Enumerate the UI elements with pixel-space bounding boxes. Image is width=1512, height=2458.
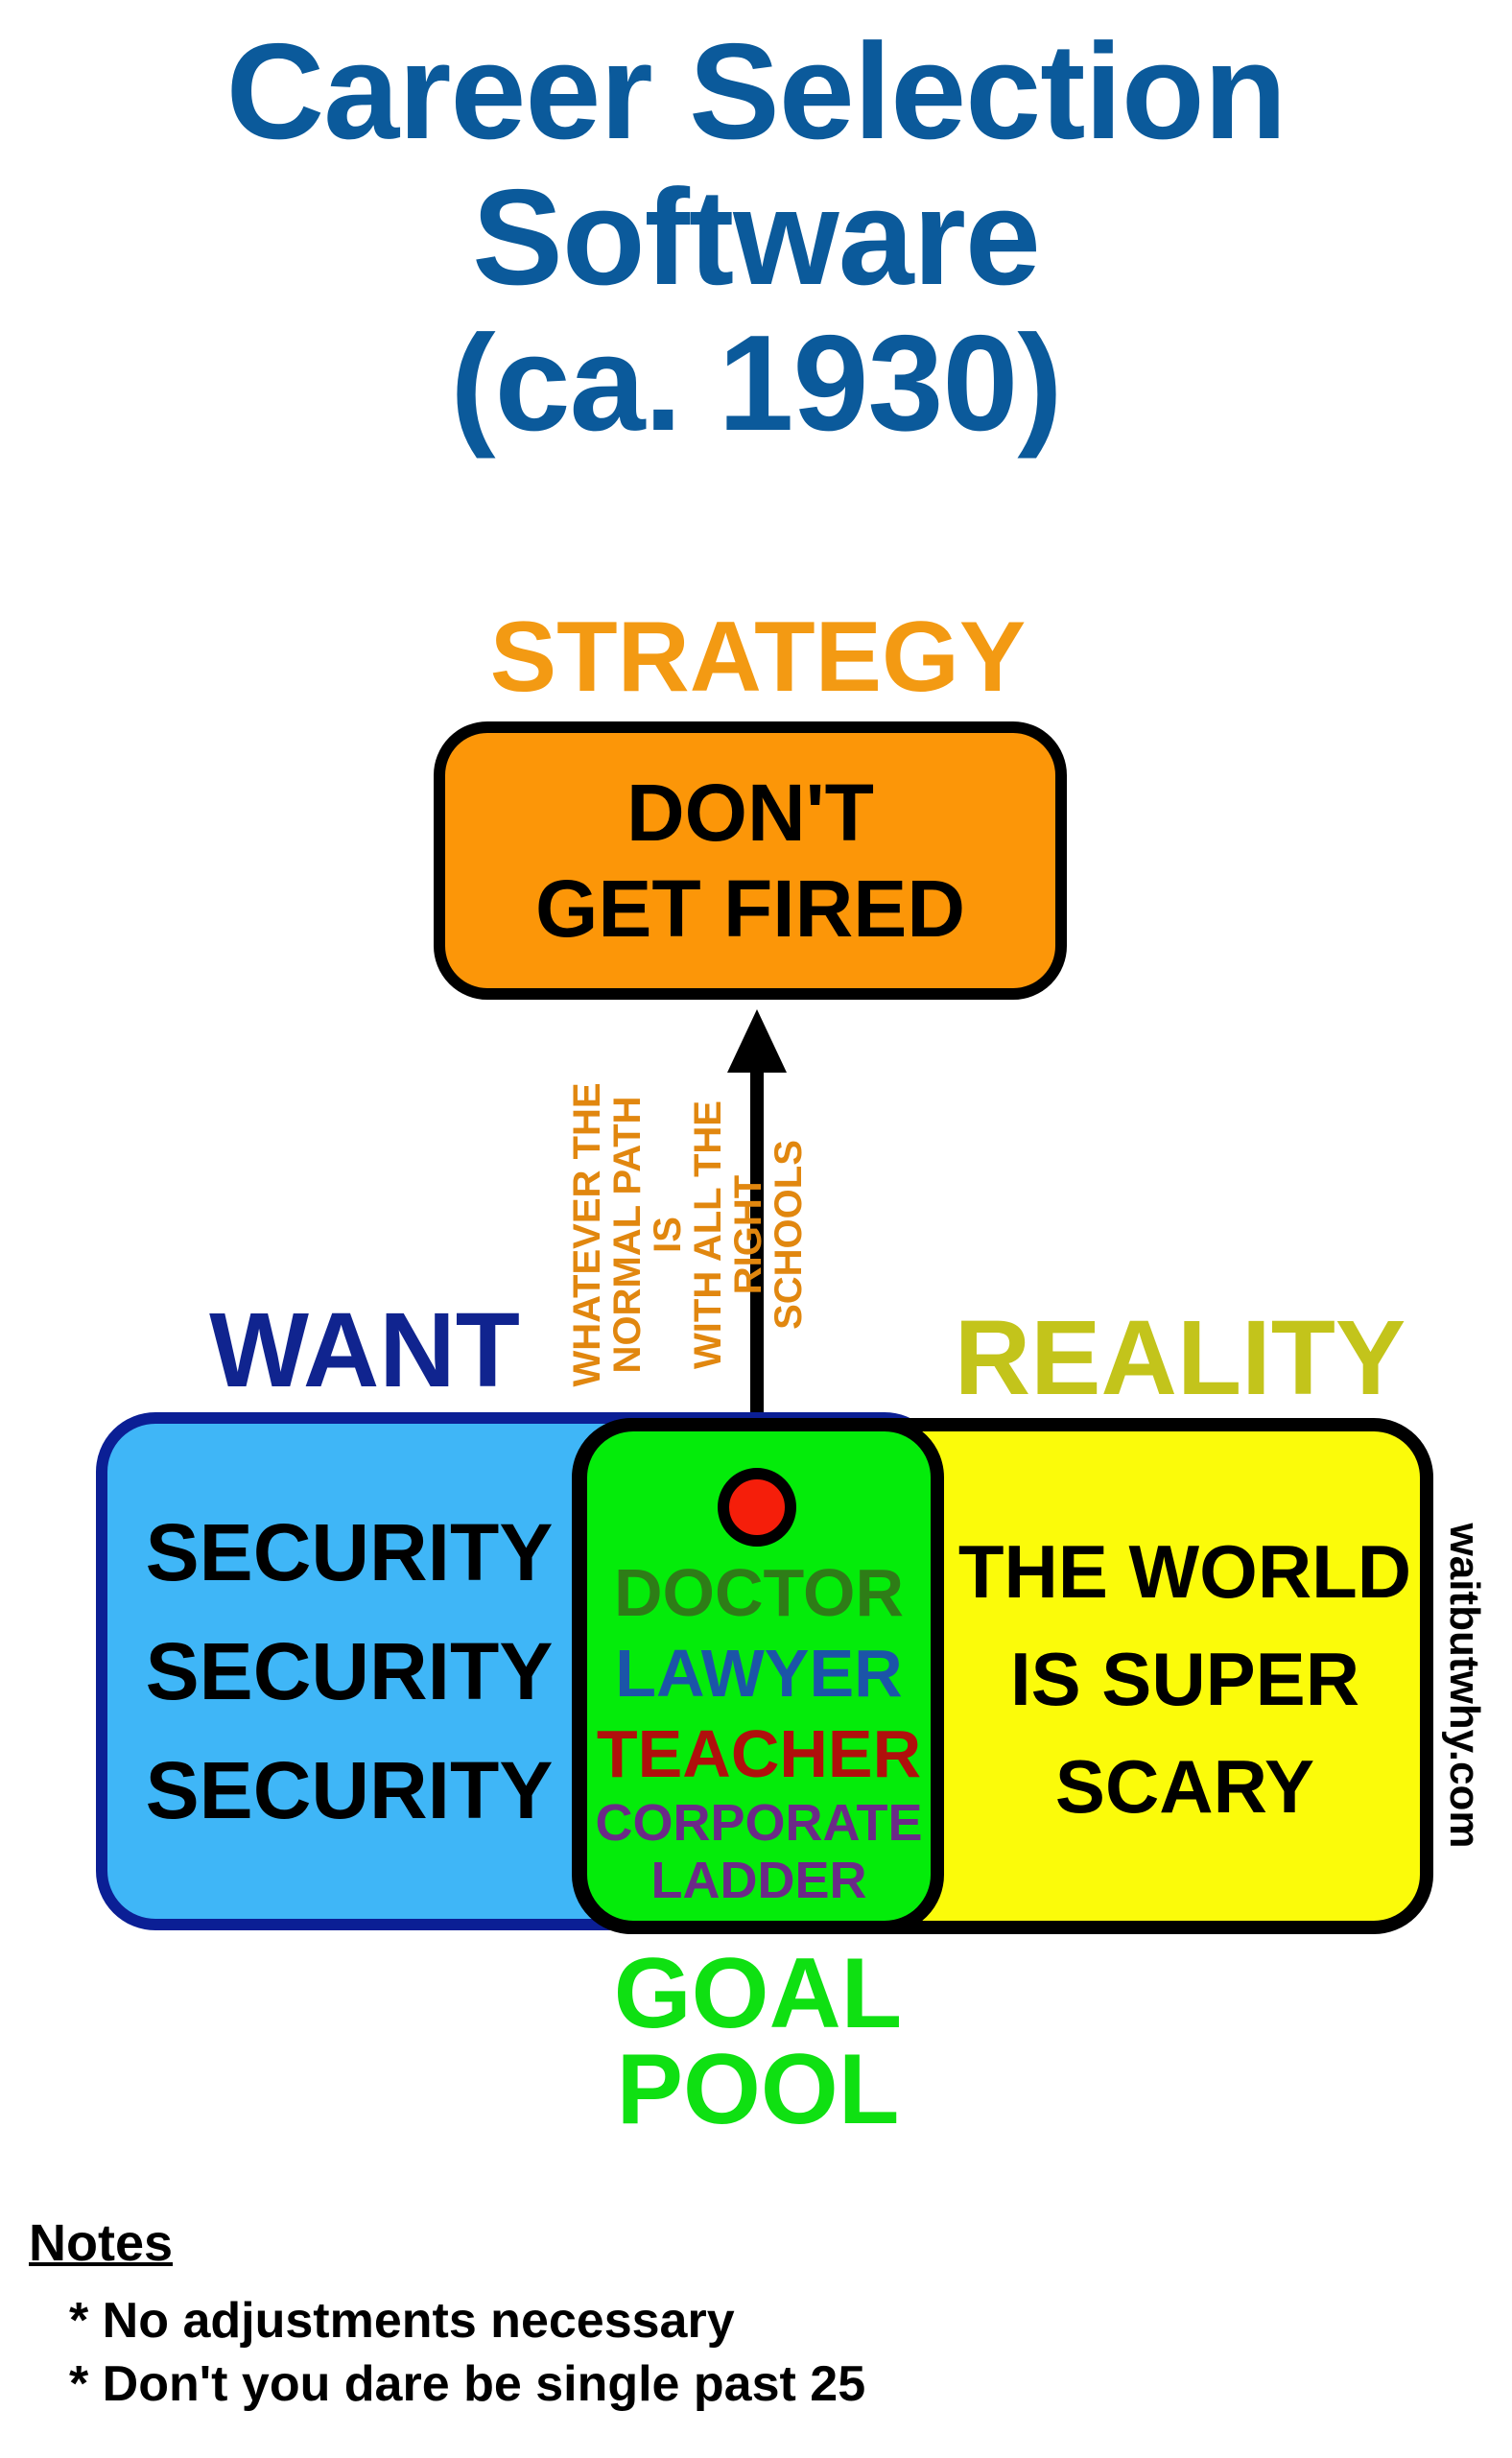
arrow-shaft <box>750 1065 764 1502</box>
goal-pool-box <box>574 1418 944 1934</box>
strategy-heading: STRATEGY <box>489 602 1027 713</box>
reality-heading: REALITY <box>954 1299 1406 1417</box>
watermark: waitbutwhy.com <box>1431 1518 1508 1854</box>
goal-pool-line-1: GOAL <box>613 1938 903 2049</box>
goal-list: DOCTOR LAWYER TEACHER CORPORATE LADDER <box>585 1552 933 1909</box>
goal-item-teacher: TEACHER <box>596 1716 922 1791</box>
want-list: SECURITY SECURITY SECURITY <box>125 1493 574 1850</box>
goal-item-corporate: CORPORATE <box>595 1794 923 1852</box>
strategy-box: DON'T GET FIRED <box>434 721 1067 1000</box>
title-line-3: (ca. 1930) <box>450 307 1062 460</box>
goal-item-doctor: DOCTOR <box>613 1555 905 1630</box>
want-item: SECURITY <box>145 1507 554 1597</box>
goal-item-ladder: LADDER <box>650 1852 867 1909</box>
reality-line-1: THE WORLD <box>957 1529 1412 1614</box>
want-item: SECURITY <box>145 1745 554 1835</box>
arrow-head <box>727 1009 787 1073</box>
reality-text: THE WORLD IS SUPER SCARY <box>950 1518 1420 1840</box>
strategy-box-line-1: DON'T <box>626 768 874 858</box>
notes-list: * No adjustments necessary * Don't you d… <box>69 2289 865 2416</box>
path-note-line-3: WITH ALL THE <box>687 1100 729 1369</box>
title-line-1: Career Selection <box>225 15 1288 168</box>
want-item: SECURITY <box>145 1626 554 1716</box>
page-title: Career Selection Software (ca. 1930) <box>0 19 1512 457</box>
note-item: * No adjustments necessary <box>69 2293 735 2349</box>
path-note-line-2: NORMAL PATH IS <box>606 1096 689 1374</box>
reality-line-3: SCARY <box>1054 1744 1315 1829</box>
path-note: WHATEVER THE NORMAL PATH IS WITH ALL THE… <box>566 1082 884 1393</box>
goal-pool-line-2: POOL <box>616 2034 900 2145</box>
want-heading: WANT <box>209 1291 520 1409</box>
notes-heading: Notes <box>29 2214 174 2272</box>
reality-line-2: IS SUPER <box>1009 1637 1360 1721</box>
watermark-text: waitbutwhy.com <box>1441 1523 1488 1849</box>
note-item: * Don't you dare be single past 25 <box>69 2356 866 2412</box>
goal-pool-heading: GOAL POOL <box>537 1938 979 2145</box>
path-note-line-4: RIGHT SCHOOLS <box>727 1140 810 1330</box>
origin-dot-icon <box>718 1468 796 1547</box>
strategy-box-line-2: GET FIRED <box>534 863 965 954</box>
title-line-2: Software <box>472 161 1041 314</box>
goal-item-lawyer: LAWYER <box>615 1636 903 1711</box>
